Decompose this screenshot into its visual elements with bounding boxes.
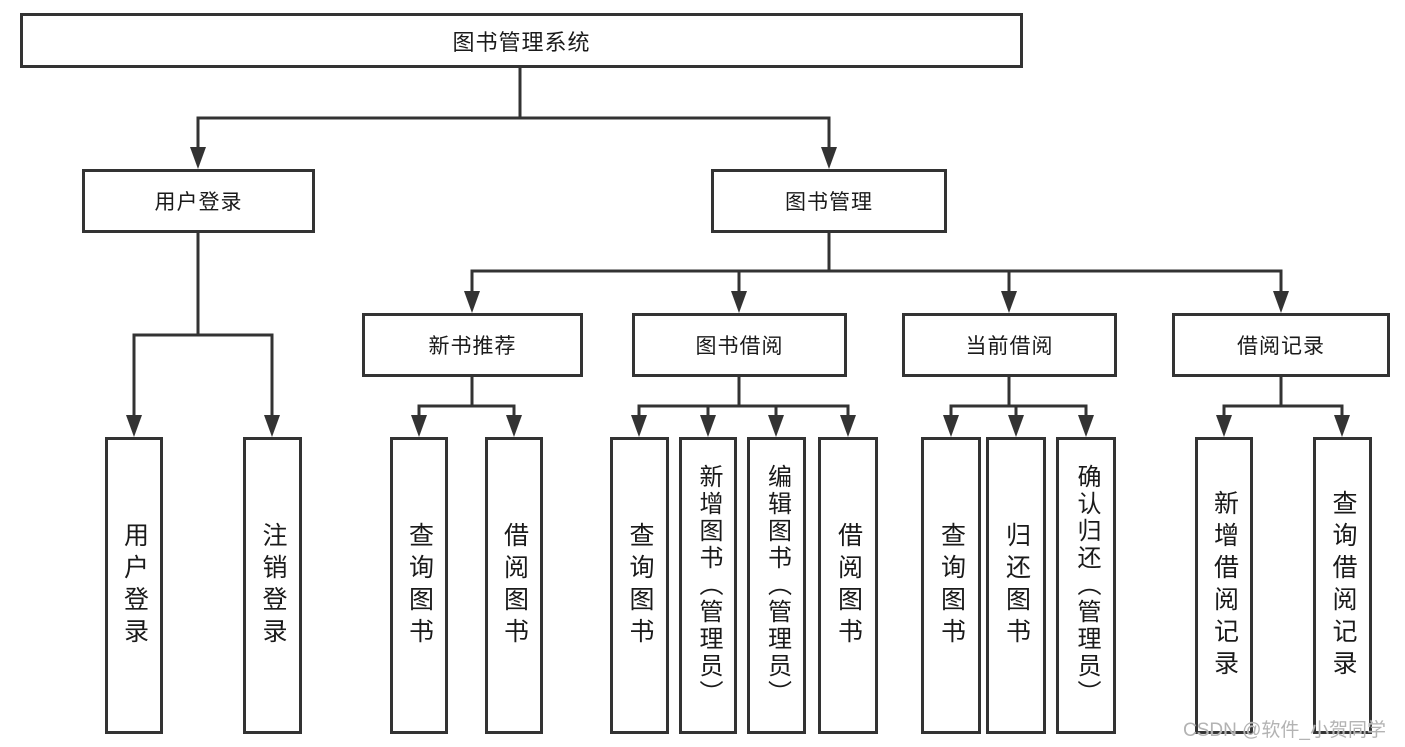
node-book-mgmt-label: 图书管理 [785,191,873,214]
leaf-return-books-label: 归还图书 [1002,521,1031,650]
csdn-watermark: CSDN @软件_小贺同学 [1183,720,1386,741]
connector-book-mgmt-to-level3 [464,229,1289,313]
leaf-confirm-return-admin-label: 确认归还（管理员） [1073,464,1100,707]
leaf-add-books-admin: 新增图书（管理员） [679,437,737,734]
leaf-return-books: 归还图书 [986,437,1046,734]
connector-borrow-records-to-leaves [1216,373,1350,437]
connector-user-login-to-leaves [126,229,280,437]
node-user-login: 用户登录 [82,169,315,233]
leaf-rec-borrow-books: 借阅图书 [485,437,543,734]
leaf-current-query-books-label: 查询图书 [937,521,966,650]
node-book-borrow-label: 图书借阅 [695,335,784,358]
node-book-borrow: 图书借阅 [632,313,847,377]
connector-root-to-level2 [190,65,837,169]
leaf-add-borrow-record: 新增借阅记录 [1195,437,1253,734]
leaf-confirm-return-admin: 确认归还（管理员） [1056,437,1116,734]
node-user-login-label: 用户登录 [154,191,243,214]
node-current-borrow: 当前借阅 [902,313,1117,377]
leaf-add-borrow-record-label: 新增借阅记录 [1210,489,1239,682]
node-root-label: 图书管理系统 [452,29,591,55]
leaf-user-login: 用户登录 [105,437,163,734]
node-root: 图书管理系统 [20,13,1023,68]
node-book-mgmt: 图书管理 [711,169,947,233]
leaf-add-books-admin-label: 新增图书（管理员） [695,464,722,707]
leaf-current-query-books: 查询图书 [921,437,981,734]
connector-new-book-rec-to-leaves [411,373,522,437]
leaf-logout: 注销登录 [243,437,302,734]
leaf-rec-query-books: 查询图书 [390,437,448,734]
node-borrow-records-label: 借阅记录 [1237,335,1325,358]
node-borrow-records: 借阅记录 [1172,313,1390,377]
leaf-rec-borrow-books-label: 借阅图书 [500,521,529,650]
leaf-borrow-borrow-books: 借阅图书 [818,437,878,734]
node-new-book-rec-label: 新书推荐 [428,335,517,358]
connector-book-borrow-to-leaves [631,373,856,437]
leaf-borrow-query-books: 查询图书 [610,437,669,734]
leaf-borrow-borrow-books-label: 借阅图书 [834,521,863,650]
leaf-query-borrow-record-label: 查询借阅记录 [1329,489,1357,682]
node-current-borrow-label: 当前借阅 [965,335,1054,358]
connector-current-borrow-to-leaves [943,373,1094,437]
leaf-query-borrow-record: 查询借阅记录 [1313,437,1372,734]
leaf-edit-books-admin: 编辑图书（管理员） [747,437,806,734]
node-new-book-rec: 新书推荐 [362,313,583,377]
leaf-borrow-query-books-label: 查询图书 [626,521,654,650]
leaf-edit-books-admin-label: 编辑图书（管理员） [763,464,791,707]
leaf-rec-query-books-label: 查询图书 [405,521,434,650]
leaf-user-login-label: 用户登录 [120,521,149,650]
leaf-logout-label: 注销登录 [259,521,287,650]
